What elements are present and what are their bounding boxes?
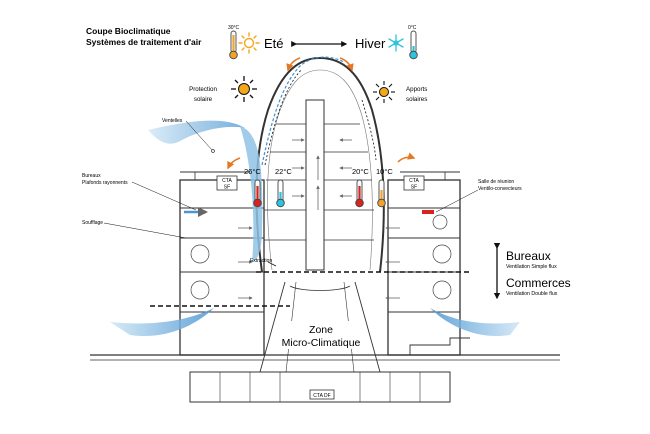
title-line-1: Coupe Bioclimatique	[86, 26, 171, 36]
cta-left-label: CTA	[222, 178, 232, 184]
section-bureaux-subtitle: Ventilation Simple flux	[506, 264, 557, 270]
winter-temperature: 0°C	[408, 25, 417, 31]
gains-label-line-1: Apports	[406, 86, 427, 93]
temp-left-outer: 26°C	[244, 167, 261, 176]
sun-icon	[231, 76, 257, 102]
sf-right-label: SF	[411, 185, 417, 191]
gains-label-line-2: solaires	[406, 96, 427, 103]
airflow-swoosh	[110, 120, 520, 337]
building-section	[90, 56, 560, 403]
cta-unit-left: CTA SF	[216, 175, 238, 191]
cta-df-unit: CTA DF	[309, 389, 335, 400]
diagram-title: Coupe Bioclimatique Systèmes de traiteme…	[86, 26, 202, 47]
heat-flow-arrows	[227, 57, 416, 170]
winter-label: Hiver	[355, 36, 386, 51]
temp-right-outer: 10°C	[376, 167, 393, 176]
salle-label-line-2: Ventilo-convecteurs	[478, 186, 522, 192]
protection-label-line-2: solaire	[194, 96, 213, 103]
thermometer-icon	[409, 30, 418, 60]
leader-dot	[211, 149, 215, 153]
internal-airflow-arrows	[238, 138, 400, 300]
thermometer-icon	[229, 30, 238, 60]
section-commerces-title: Commerces	[506, 276, 571, 290]
thermometer-left-outer	[253, 179, 262, 208]
salle-leader	[435, 189, 479, 213]
section-legend: Bureaux Ventilation Simple flux Commerce…	[493, 242, 571, 300]
snowflake-icon	[388, 34, 404, 52]
zone-boundary-lines	[150, 271, 470, 307]
solar-protection-line	[261, 56, 345, 166]
bureaux-leader	[131, 181, 197, 211]
winter-indicator: Hiver 0°C	[355, 25, 418, 60]
summer-temperature: 30°C	[228, 25, 240, 31]
sun-icon	[373, 81, 395, 103]
summer-label: Eté	[264, 36, 284, 51]
soufflage-label: Soufflage	[82, 220, 103, 226]
bureaux-label-line-1: Bureaux	[82, 173, 101, 179]
extraction-label: Extraction	[250, 258, 272, 264]
sf-left-label: SF	[224, 185, 230, 191]
bureaux-label-line-2: Plafonds rayonnents	[82, 180, 128, 186]
ventelles-label: Ventelles	[162, 118, 183, 124]
extraction-leader	[267, 261, 277, 267]
fan-coil-unit	[422, 210, 434, 214]
protection-label-line-1: Protection	[189, 86, 217, 93]
thermometer-right-outer	[377, 179, 386, 208]
cta-df-label: CTA DF	[313, 393, 330, 399]
title-line-2: Systèmes de traitement d'air	[86, 37, 202, 47]
solar-ray	[264, 68, 303, 166]
soufflage-leader	[103, 222, 187, 239]
thermometer-left-inner	[276, 179, 285, 208]
solar-ray	[361, 99, 377, 161]
section-bureaux-title: Bureaux	[506, 249, 551, 263]
section-commerces-subtitle: Ventilation Double flux	[506, 291, 558, 297]
temp-left-inner: 22°C	[275, 167, 292, 176]
zone-label-backdrop	[283, 321, 359, 349]
sun-icon	[238, 32, 260, 54]
summer-indicator: 30°C Eté	[228, 25, 284, 60]
temp-right-inner: 20°C	[352, 167, 369, 176]
thermometer-right-inner	[355, 179, 364, 208]
cta-right-label: CTA	[409, 178, 419, 184]
ventelles-leader	[185, 120, 213, 151]
salle-label-line-1: Salle de réunion	[478, 179, 514, 185]
zone-label-line-1: Zone	[309, 324, 333, 336]
zone-label-line-2: Micro-Climatique	[282, 337, 361, 349]
fan-coil-symbols	[190, 214, 452, 300]
cta-unit-right: CTA SF	[403, 175, 425, 191]
